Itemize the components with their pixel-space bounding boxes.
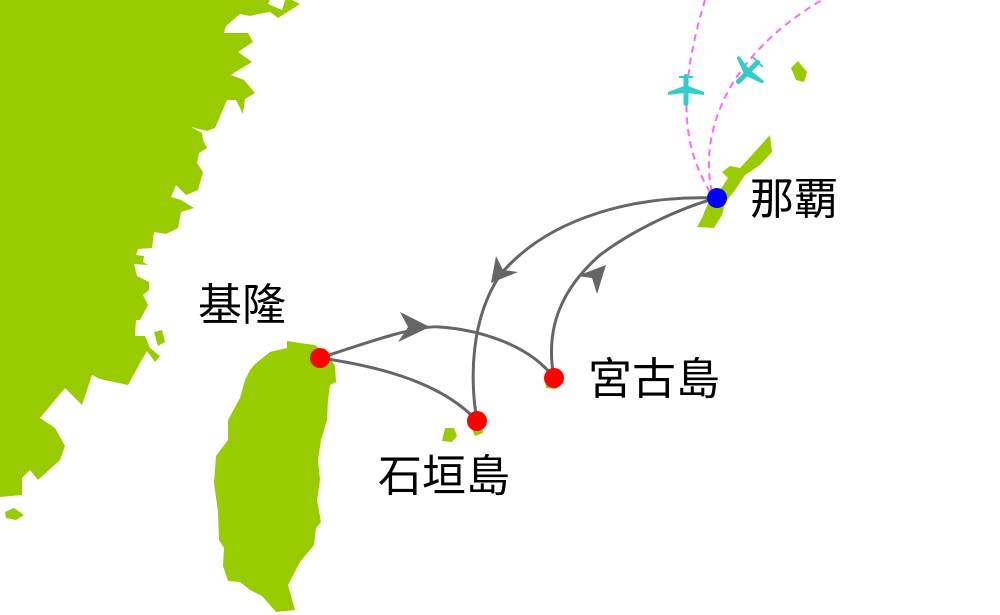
route-miyako-naha[interactable] xyxy=(550,196,719,380)
airplane-icon xyxy=(735,55,765,85)
ishigaki-island-west xyxy=(442,428,457,442)
arrow-icon xyxy=(398,312,430,342)
label-naha: 那覇 xyxy=(750,174,838,225)
port-marker-keelung[interactable] xyxy=(310,348,330,368)
port-marker-miyako[interactable] xyxy=(544,368,564,388)
route-keelung-ishigaki[interactable] xyxy=(318,356,479,423)
route-naha-ishigaki[interactable] xyxy=(471,196,719,423)
airplane-icon xyxy=(668,74,704,106)
label-miyako: 宮古島 xyxy=(588,354,720,405)
label-keelung: 基隆 xyxy=(198,280,286,331)
port-marker-naha[interactable] xyxy=(707,188,727,208)
arrow-icon xyxy=(577,265,606,294)
taiwan-landmass xyxy=(214,341,336,612)
small-island-north xyxy=(791,61,807,82)
arrow-icon xyxy=(491,256,518,283)
route-keelung-miyako[interactable] xyxy=(318,325,556,380)
label-ishigaki: 石垣島 xyxy=(378,451,510,502)
flight-path xyxy=(685,0,711,193)
port-marker-ishigaki[interactable] xyxy=(467,411,487,431)
mainland-china-landmass xyxy=(0,0,300,497)
small-island xyxy=(154,330,165,346)
flight-path xyxy=(707,0,823,193)
small-island xyxy=(5,508,24,520)
